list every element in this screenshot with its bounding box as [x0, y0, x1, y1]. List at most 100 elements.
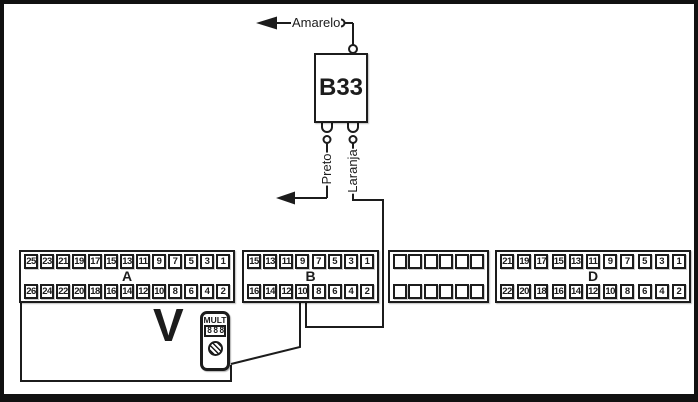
b33-top-terminal [348, 44, 358, 54]
pin-cell: 1 [359, 254, 374, 269]
pin-cell: 13 [263, 254, 278, 269]
component-b33: B33 [314, 53, 368, 123]
pin-cell: 6 [327, 284, 342, 299]
pin-cell: 2 [216, 284, 230, 299]
voltage-symbol: V [153, 299, 184, 351]
pin-cell: 17 [534, 254, 549, 269]
pin-cell: 2 [359, 284, 374, 299]
arrow-left-icon [276, 191, 295, 205]
pin-cell: 8 [168, 284, 182, 299]
pin-cell [393, 254, 407, 269]
pin-cell [469, 254, 484, 269]
pin-cell: 12 [585, 284, 600, 299]
pin-cell: 4 [654, 284, 669, 299]
pin-cell [454, 284, 469, 299]
pin-cell: 11 [585, 254, 600, 269]
preto-wire-label: Preto [319, 152, 334, 186]
pin-cell: 10 [295, 284, 310, 299]
pin-cell: 20 [72, 284, 86, 299]
pin-cell [439, 254, 454, 269]
b33-pin-stubs [321, 122, 359, 144]
pin-cell: 9 [295, 254, 310, 269]
pin-cell: 14 [120, 284, 134, 299]
pin-cell: 16 [104, 284, 118, 299]
pin-cell [393, 284, 407, 299]
pin-cell: 14 [568, 284, 583, 299]
pin-cell: 13 [568, 254, 583, 269]
pin-cell [423, 254, 438, 269]
pin-cell: 6 [637, 284, 652, 299]
pin-cell: 9 [603, 254, 618, 269]
multimeter-dial-icon [207, 341, 223, 356]
pin-cell: 26 [24, 284, 38, 299]
pin-cell: 14 [263, 284, 278, 299]
connector-d-label: D [587, 268, 599, 284]
pin-cell: 15 [551, 254, 566, 269]
pin-cell: 10 [152, 284, 166, 299]
pin-cell: 10 [603, 284, 618, 299]
pin-cell: 21 [500, 254, 514, 269]
amarelo-wire-label: Amarelo [291, 15, 342, 30]
pin-cell: 8 [311, 284, 326, 299]
pin-cell: 19 [517, 254, 532, 269]
pin10-meter-wire [230, 303, 301, 365]
pin-cell: 11 [136, 254, 150, 269]
pin-cell: 6 [184, 284, 198, 299]
multimeter-brand: MULT [203, 315, 227, 325]
pin-row-top [393, 254, 484, 269]
pin-cell: 7 [311, 254, 326, 269]
pin-cell: 7 [620, 254, 635, 269]
pin-cell: 19 [72, 254, 86, 269]
pin-cell: 23 [40, 254, 54, 269]
pin-cell: 22 [56, 284, 70, 299]
connector-c-label [393, 271, 484, 282]
pin-cell: 5 [184, 254, 198, 269]
pin-cell: 1 [671, 254, 686, 269]
pin-cell: 9 [152, 254, 166, 269]
pin-cell: 18 [88, 284, 102, 299]
pin-cell: 25 [24, 254, 38, 269]
pin-cell: 5 [327, 254, 342, 269]
connector-a-label: A [121, 268, 133, 284]
pin-cell: 1 [216, 254, 230, 269]
pin-cell: 17 [88, 254, 102, 269]
pin-cell [469, 284, 484, 299]
laranja-wire-label: Laranja [345, 148, 360, 194]
pin-cell: 2 [671, 284, 686, 299]
pin-cell: 15 [104, 254, 118, 269]
pin-cell: 21 [56, 254, 70, 269]
component-b33-label: B33 [318, 74, 364, 101]
connector-c [388, 250, 489, 303]
pin-cell: 3 [343, 254, 358, 269]
pin-cell: 4 [200, 284, 214, 299]
pin-cell: 22 [500, 284, 514, 299]
pin-cell: 7 [168, 254, 182, 269]
multimeter: MULT 888 [200, 311, 230, 371]
pin-cell: 8 [620, 284, 635, 299]
pin-cell [454, 254, 469, 269]
pin-row-bottom [393, 284, 484, 299]
pin-cell: 16 [247, 284, 261, 299]
pin-cell: 3 [200, 254, 214, 269]
pin-cell: 11 [279, 254, 294, 269]
pin-cell: 16 [551, 284, 566, 299]
pin-cell: 18 [534, 284, 549, 299]
pin-cell: 5 [637, 254, 652, 269]
connector-b-label: B [305, 268, 316, 284]
arrow-left-icon [256, 16, 277, 30]
pin-cell [439, 284, 454, 299]
multimeter-display: 888 [204, 325, 226, 337]
pin-cell: 3 [654, 254, 669, 269]
pin-cell: 20 [517, 284, 532, 299]
pin-cell: 12 [136, 284, 150, 299]
